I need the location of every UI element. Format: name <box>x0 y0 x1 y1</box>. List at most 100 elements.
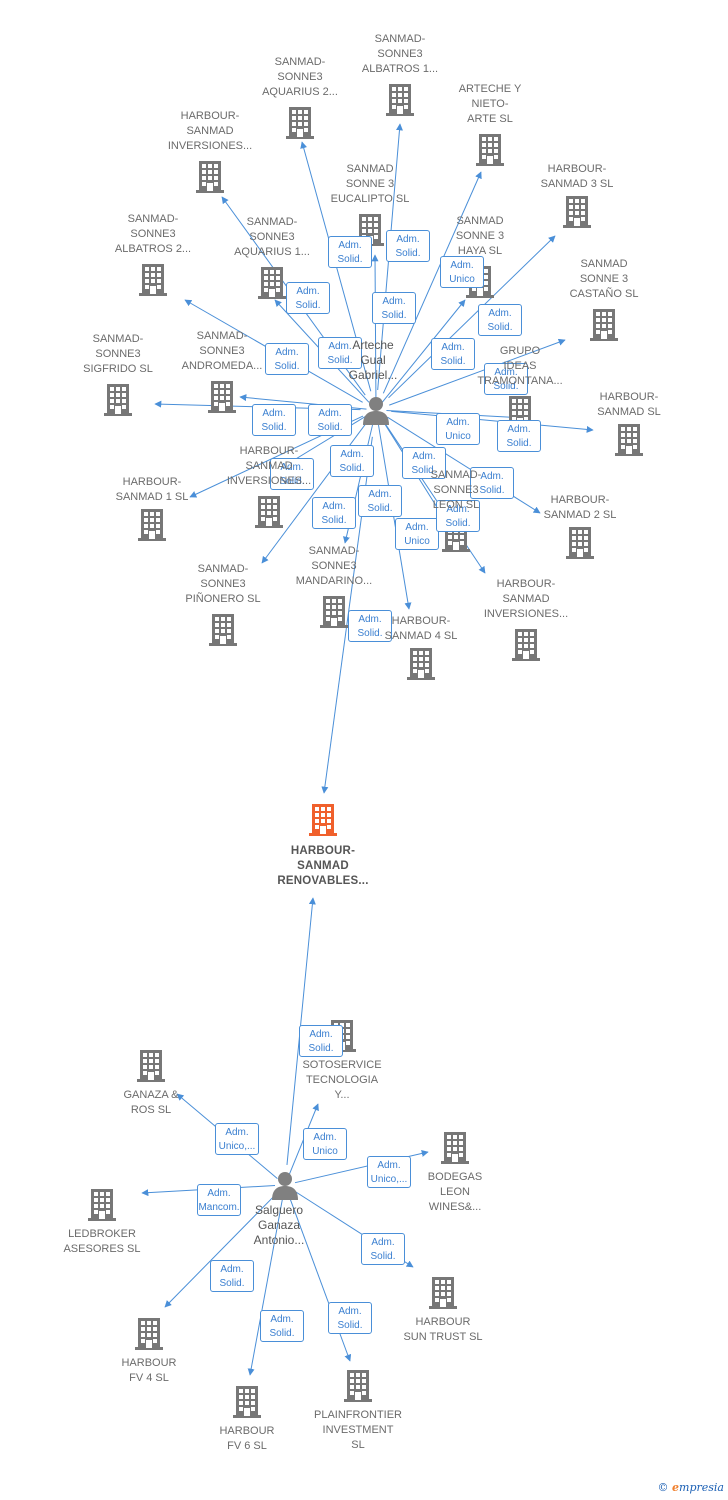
company-building-icon[interactable] <box>139 264 167 296</box>
company-label[interactable]: HARBOUR- SANMAD INVERSIONES... <box>167 110 253 152</box>
role-badge[interactable]: Adm. Unico <box>303 1128 347 1160</box>
company-label[interactable]: LEDBROKER ASESORES SL <box>63 1228 141 1255</box>
company-building-icon[interactable] <box>320 596 348 628</box>
company-label[interactable]: SANMAD SONNE 3 HAYA SL <box>455 215 505 257</box>
company-building-icon[interactable] <box>615 424 643 456</box>
company-building-icon[interactable] <box>138 509 166 541</box>
role-badge[interactable]: Adm. Solid. <box>328 1302 372 1334</box>
company-building-icon[interactable] <box>386 84 414 116</box>
role-badge[interactable]: Adm. Solid. <box>328 236 372 268</box>
role-badge[interactable]: Adm. Solid. <box>361 1233 405 1265</box>
role-badge[interactable]: Adm. Solid. <box>252 404 296 436</box>
edge-arteche-c14 <box>391 410 594 433</box>
company-label[interactable]: SOTOSERVICE TECNOLOGIA Y... <box>302 1059 382 1101</box>
main-company-label[interactable]: HARBOUR- SANMAD RENOVABLES... <box>277 845 369 887</box>
role-badge[interactable]: Adm. Unico <box>395 518 439 550</box>
company-label[interactable]: HARBOUR- SANMAD 2 SL <box>543 494 617 521</box>
company-building-icon[interactable] <box>104 384 132 416</box>
role-badge[interactable]: Adm. Solid. <box>308 404 352 436</box>
company-building-icon[interactable] <box>209 614 237 646</box>
role-badge[interactable]: Adm. Solid. <box>348 610 392 642</box>
company-building-icon[interactable] <box>233 1386 261 1418</box>
role-badge[interactable]: Adm. Unico <box>440 256 484 288</box>
company-label[interactable]: HARBOUR- SANMAD INVERSIONES... <box>226 445 312 487</box>
company-label[interactable]: HARBOUR- SANMAD SL <box>597 391 661 418</box>
role-badge[interactable]: Adm. Solid. <box>210 1260 254 1292</box>
company-building-icon[interactable] <box>563 196 591 228</box>
role-badge[interactable]: Adm. Unico,... <box>215 1123 259 1155</box>
role-badge[interactable]: Adm. Solid. <box>402 447 446 479</box>
role-badge[interactable]: Adm. Solid. <box>436 500 480 532</box>
company-label[interactable]: SANMAD- SONNE3 SIGFRIDO SL <box>83 333 153 375</box>
company-building-icon[interactable] <box>566 527 594 559</box>
company-label[interactable]: HARBOUR SUN TRUST SL <box>403 1316 483 1343</box>
role-badge[interactable]: Adm. Solid. <box>299 1025 343 1057</box>
company-label[interactable]: PLAINFRONTIER INVESTMENT SL <box>313 1409 402 1451</box>
company-label[interactable]: SANMAD- SONNE3 ANDROMEDA... <box>181 330 263 372</box>
company-label[interactable]: BODEGAS LEON WINES&... <box>427 1171 483 1213</box>
company-label[interactable]: HARBOUR- SANMAD 4 SL <box>384 615 458 642</box>
role-badge[interactable]: Adm. Unico,... <box>367 1156 411 1188</box>
company-building-icon[interactable] <box>429 1277 457 1309</box>
person-icon[interactable] <box>272 1172 298 1200</box>
company-label[interactable]: HARBOUR- SANMAD 1 SL <box>115 476 189 503</box>
main-company-building-icon[interactable] <box>309 804 337 836</box>
role-badge[interactable]: Adm. Solid. <box>386 230 430 262</box>
company-label[interactable]: SANMAD SONNE 3 CASTAÑO SL <box>569 258 639 300</box>
company-building-icon[interactable] <box>255 496 283 528</box>
role-badge[interactable]: Adm. Mancom. <box>197 1184 241 1216</box>
role-badge[interactable]: Adm. Solid. <box>470 467 514 499</box>
role-badge[interactable]: Adm. Solid. <box>497 420 541 452</box>
company-label[interactable]: HARBOUR- SANMAD INVERSIONES... <box>483 578 569 620</box>
company-label[interactable]: GANAZA & ROS SL <box>123 1089 179 1116</box>
company-building-icon[interactable] <box>590 309 618 341</box>
role-badge[interactable]: Adm. Solid. <box>318 337 362 369</box>
company-label[interactable]: SANMAD SONNE 3 EUCALIPTO SL <box>330 163 410 205</box>
company-building-icon[interactable] <box>407 648 435 680</box>
company-building-icon[interactable] <box>258 267 286 299</box>
edge-arteche-c5 <box>371 254 379 400</box>
role-badge[interactable]: Adm. Solid. <box>372 292 416 324</box>
company-label[interactable]: SANMAD- SONNE3 ALBATROS 2... <box>114 213 192 255</box>
company-building-icon[interactable] <box>135 1318 163 1350</box>
edge-arteche-c3 <box>382 171 482 394</box>
role-badge[interactable]: Adm. Solid. <box>312 497 356 529</box>
company-building-icon[interactable] <box>196 161 224 193</box>
company-label[interactable]: SANMAD- SONNE3 AQUARIUS 1... <box>234 216 310 258</box>
company-building-icon[interactable] <box>476 134 504 166</box>
edge-arteche-c19 <box>261 420 369 564</box>
role-badge[interactable]: Adm. Solid. <box>260 1310 304 1342</box>
role-badge[interactable]: Adm. Solid. <box>478 304 522 336</box>
role-badge[interactable]: Adm. Solid. <box>431 338 475 370</box>
company-label[interactable]: SANMAD- SONNE3 PIÑONERO SL <box>185 563 261 605</box>
company-label[interactable]: GRUPO IDEAS TRAMONTANA... <box>477 345 563 387</box>
company-building-icon[interactable] <box>441 1132 469 1164</box>
company-building-icon[interactable] <box>344 1370 372 1402</box>
person-label[interactable]: Arteche Gual Gabriel... <box>348 338 398 382</box>
company-building-icon[interactable] <box>512 629 540 661</box>
role-badge[interactable]: Adm. Solid. <box>270 458 314 490</box>
company-label[interactable]: HARBOUR FV 4 SL <box>121 1357 177 1384</box>
role-badge[interactable]: Adm. Solid. <box>358 485 402 517</box>
role-badge[interactable]: Adm. Solid. <box>265 343 309 375</box>
person-label[interactable]: Salguero Ganaza Antonio... <box>253 1203 305 1247</box>
company-building-icon[interactable] <box>88 1189 116 1221</box>
role-badge[interactable]: Adm. Solid. <box>286 282 330 314</box>
role-badge[interactable]: Adm. Solid. <box>484 363 528 395</box>
company-building-icon[interactable] <box>286 107 314 139</box>
company-label[interactable]: ARTECHE Y NIETO- ARTE SL <box>458 83 522 125</box>
company-label[interactable]: SANMAD- SONNE3 MANDARINO... <box>295 545 373 587</box>
edge-salguero-c28 <box>164 1193 277 1308</box>
company-label[interactable]: SANMAD- SONNE3 ALBATROS 1... <box>361 33 439 75</box>
company-label[interactable]: HARBOUR- SANMAD 3 SL <box>540 163 614 190</box>
role-badge[interactable]: Adm. Solid. <box>330 445 374 477</box>
company-building-icon[interactable] <box>137 1050 165 1082</box>
company-label[interactable]: SANMAD- SONNE3 LEON SL <box>430 469 482 511</box>
role-badge[interactable]: Adm. Unico <box>436 413 480 445</box>
person-icon[interactable] <box>363 397 389 425</box>
edge-arteche-c18 <box>387 416 541 514</box>
empresia-logo[interactable]: © empresia <box>658 1481 724 1494</box>
company-label[interactable]: SANMAD- SONNE3 AQUARIUS 2... <box>262 56 338 98</box>
company-label[interactable]: HARBOUR FV 6 SL <box>219 1425 275 1452</box>
company-building-icon[interactable] <box>208 381 236 413</box>
